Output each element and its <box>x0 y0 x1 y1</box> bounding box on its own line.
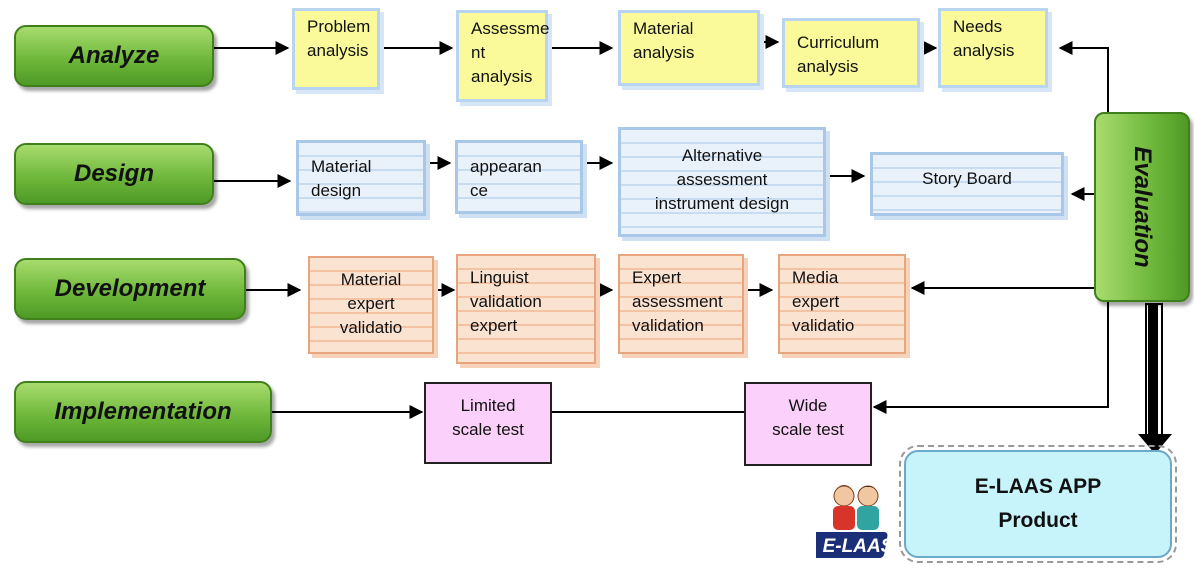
phase-analyze[interactable]: Analyze <box>14 25 214 87</box>
step-assessment-analysis: Assessme nt analysis <box>456 10 549 102</box>
step-linguist-validation-expert: Linguist validation expert <box>456 254 596 364</box>
step-problem-analysis: Problem analysis <box>292 8 380 90</box>
step-wide-scale-test: Wide scale test <box>744 382 872 466</box>
elaas-logo-text: E-LAAS <box>823 536 894 557</box>
phase-development-label: Development <box>54 275 206 302</box>
step-media-expert-validation: Media expert validatio <box>778 254 906 354</box>
step-curriculum-analysis: Curriculum analysis <box>782 18 920 88</box>
phase-evaluation[interactable]: Evaluation <box>1094 112 1190 302</box>
phase-analyze-label: Analyze <box>68 42 160 69</box>
step-appearance: appearan ce <box>455 140 583 214</box>
phase-evaluation-label: Evaluation <box>1129 146 1156 268</box>
step-material-analysis: Material analysis <box>618 10 760 86</box>
phase-design-label: Design <box>73 160 154 187</box>
step-alternative-assessment-design: Alternative assessment instrument design <box>618 127 826 237</box>
step-needs-analysis: Needs analysis <box>938 8 1048 88</box>
step-story-board: Story Board <box>870 152 1064 216</box>
phase-implementation-label: Implementation <box>54 398 232 425</box>
step-limited-scale-test: Limited scale test <box>424 382 552 464</box>
phase-development[interactable]: Development <box>14 258 246 320</box>
step-material-expert-validation: Material expert validatio <box>308 256 434 354</box>
product-box: E-LAAS APP Product <box>899 445 1177 563</box>
elaas-logo-icon: E-LAAS <box>816 485 894 558</box>
product-subtitle: Product <box>998 509 1078 532</box>
phase-design[interactable]: Design <box>14 143 214 205</box>
step-expert-assessment-validation: Expert assessment validation <box>618 254 744 354</box>
step-material-design: Material design <box>296 140 426 216</box>
product-title: E-LAAS APP <box>974 475 1102 498</box>
phase-implementation[interactable]: Implementation <box>14 381 272 443</box>
